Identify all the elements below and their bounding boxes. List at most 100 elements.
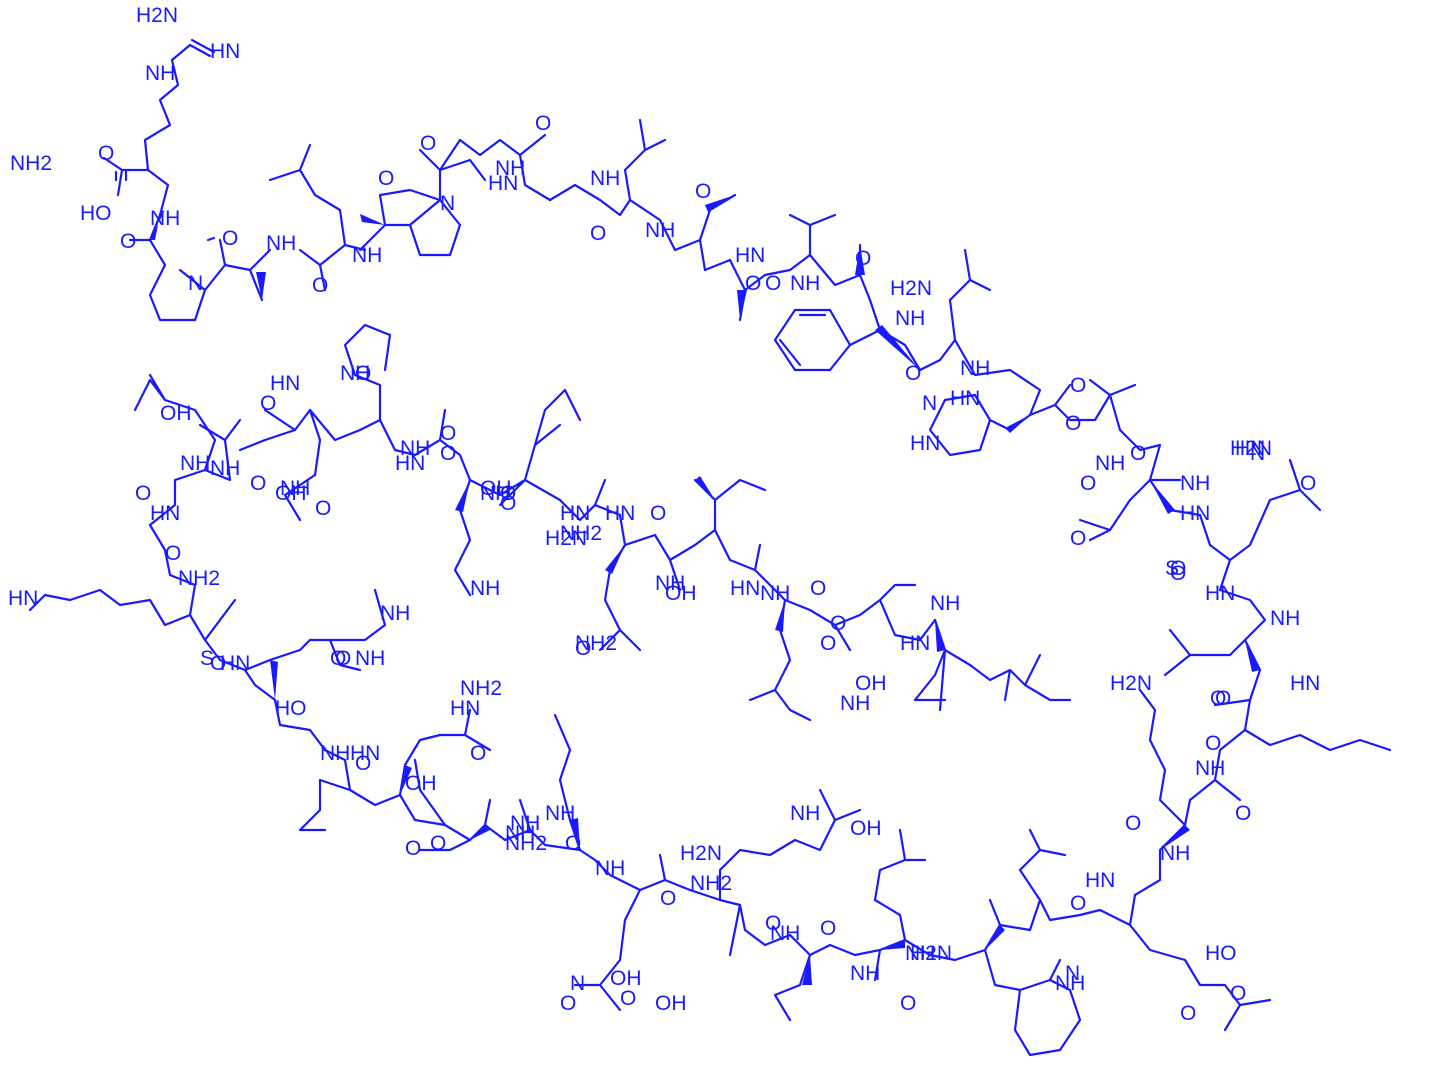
atom-label: O [820,632,836,655]
atom-label: NH [905,942,935,965]
atom-label: O [560,992,576,1015]
atom-label: O [1070,374,1086,397]
atom-label: H2N [680,842,722,865]
atom-label: O [1230,982,1246,1005]
atom-label: NH [770,922,800,945]
atom-label: OH [855,672,887,695]
atom-label: HN [270,372,300,395]
atom-label: NH [355,647,385,670]
atom-label: NH [840,692,870,715]
atom-label: O [135,482,151,505]
atom-label: NH [495,157,525,180]
atom-label: HN [1235,437,1265,460]
atom-label: O [420,132,436,155]
atom-label: HN [950,387,980,410]
atom-label: NH [1055,972,1085,995]
atom-label: NH [595,857,625,880]
atom-label: NH [505,822,535,845]
atom-label: N [440,192,455,215]
atom-label: O [590,222,606,245]
atom-label: O [222,227,238,250]
atom-label: HN [488,172,518,195]
atom-label: O [830,612,846,635]
atom-label: N [1250,442,1265,465]
atom-label: O [650,502,666,525]
atom-label: OH [405,772,437,795]
atom-label: NH2 [460,677,502,700]
atom-label: O [470,742,486,765]
atom-label: OH [665,582,697,605]
atom-label: O [765,912,781,935]
atom-label: O [905,362,921,385]
atom-label: O [1080,472,1096,495]
atom-label: HN [150,502,180,525]
atom-label: HN [350,742,380,765]
atom-label: H2N [1230,437,1272,460]
atom-label: O [440,422,456,445]
atom-label: NH [266,232,296,255]
atom-label: O [1215,687,1231,710]
atom-label: O [1210,687,1226,710]
atom-label: HN [560,502,590,525]
atom-label: HO [80,202,112,225]
atom-label: O [98,142,114,165]
atom-label: O [900,992,916,1015]
atom-label: O [1070,892,1086,915]
atom-label: H2N [545,527,587,550]
atom-label: NH [1195,757,1225,780]
atom-label: HN [1205,582,1235,605]
atom-label: OH [610,967,642,990]
atom-label: NH [320,742,350,765]
atom-label: O [315,497,331,520]
atom-label: H2N [890,277,932,300]
atom-label: NH [480,482,510,505]
atom-label: O [565,832,581,855]
atom-label: NH [790,802,820,825]
atom-label: OH [275,482,307,505]
atom-label: O [1170,562,1186,585]
atom-label: O [535,112,551,135]
atom-label: NH2 [178,567,220,590]
atom-label: O [335,647,351,670]
atom-label: HN [1085,869,1115,892]
atom-label: HN [210,40,240,63]
atom-label: H2N [910,942,952,965]
atom-label: O [405,837,421,860]
atom-label: OH [160,402,192,425]
atom-label: NH [590,167,620,190]
atom-label: O [660,887,676,910]
atom-label: O [810,577,826,600]
atom-label: OH [655,992,687,1015]
atom-label: NH2 [10,152,52,175]
atom-label: NH [210,457,240,480]
atom-label: OH [850,817,882,840]
atom-label: O [355,752,371,775]
atom-label: HN [395,452,425,475]
atom-label: NH [280,477,310,500]
atom-label: S [200,647,214,670]
atom-label: O [430,832,446,855]
atom-label: NH [470,577,500,600]
atom-label: HN [900,632,930,655]
atom-label: O [1065,412,1081,435]
atom-label: O [378,167,394,190]
atom-label: O [120,230,136,253]
atom-label: NH [510,812,540,835]
atom-label: O [1170,557,1186,580]
atom-label: HN [1290,672,1320,695]
atom-label: O [575,637,591,660]
atom-label: NH [1095,452,1125,475]
atom-label: O [1070,527,1086,550]
atom-label: O [1235,802,1251,825]
atom-label: O [695,180,711,203]
atom-label: NH [645,219,675,242]
atom-label: O [1300,472,1316,495]
atom-label: O [330,647,346,670]
atom-label: NH [790,272,820,295]
atom-label: O [745,272,761,295]
atom-label: HO [1205,942,1237,965]
atom-label: HN [220,652,250,675]
atom-label: NH [1180,472,1210,495]
